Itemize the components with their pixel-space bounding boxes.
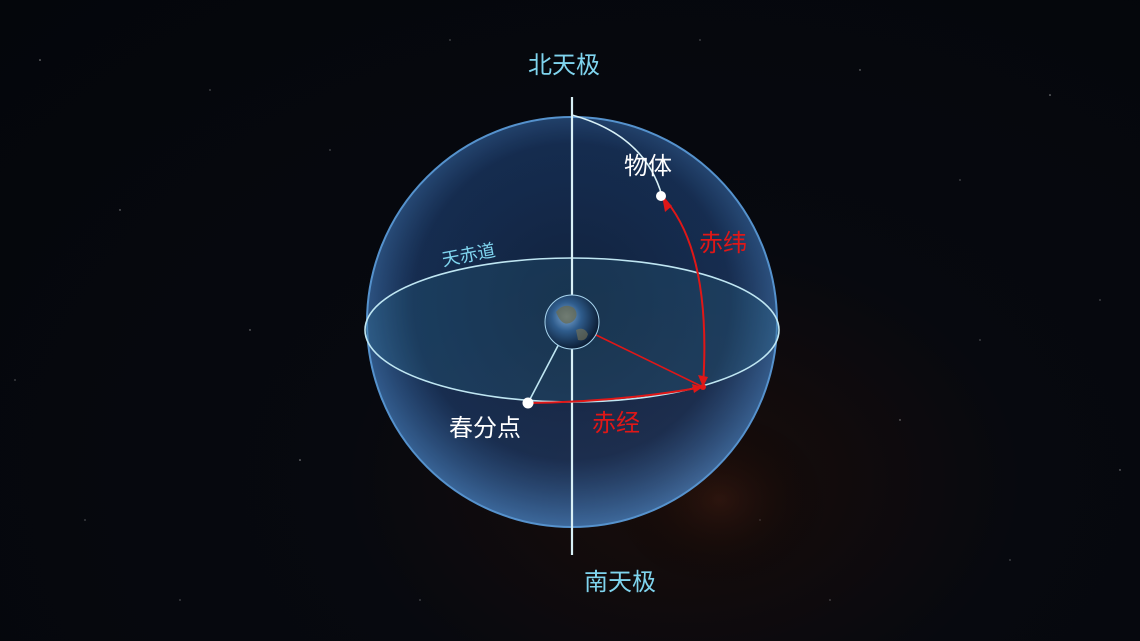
object-label: 物体	[624, 152, 672, 180]
vernal-equinox-point	[522, 397, 534, 409]
declination-arrow-top	[662, 196, 672, 212]
north-pole-label: 北天极	[528, 51, 600, 79]
south-pole-label: 南天极	[584, 568, 656, 596]
ra-endpoint	[700, 384, 706, 390]
vernal-equinox-label: 春分点	[449, 414, 521, 442]
object-point	[656, 191, 666, 201]
declination-label: 赤纬	[699, 229, 747, 257]
declination-arc	[661, 195, 706, 388]
declination-arrow-bottom	[698, 375, 708, 387]
star-field	[14, 39, 1121, 601]
earth-to-equinox-line	[527, 337, 563, 404]
right-ascension-label: 赤经	[592, 409, 640, 437]
hour-circle-upper	[571, 114, 663, 197]
earth-landmass-2	[576, 328, 588, 341]
right-ascension-arc	[527, 386, 704, 404]
earth-landmass	[556, 305, 577, 324]
earth-to-ra-line	[591, 332, 704, 388]
